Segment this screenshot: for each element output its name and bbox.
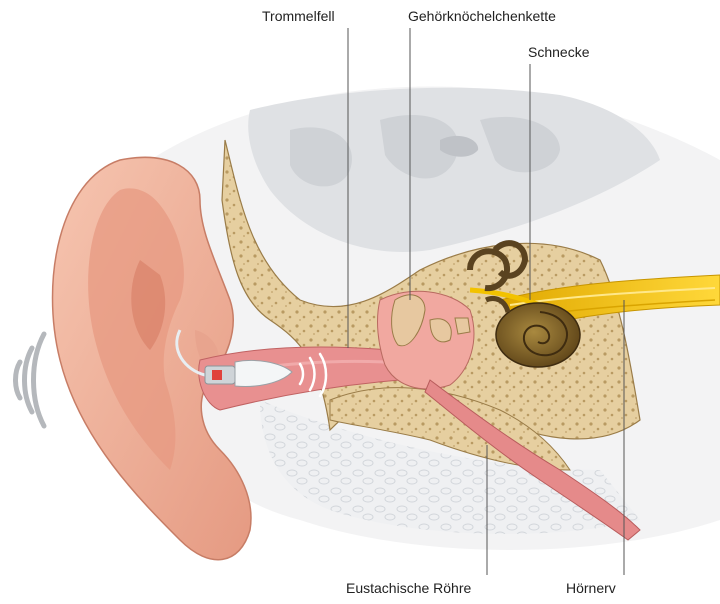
label-hoernerv: Hörnerv <box>566 580 616 596</box>
label-trommelfell: Trommelfell <box>262 8 335 24</box>
label-gehoerknoechelchenkette: Gehörknöchelchenkette <box>408 8 556 24</box>
label-schnecke: Schnecke <box>528 44 589 60</box>
label-eustachische-roehre: Eustachische Röhre <box>346 580 471 596</box>
middle-ear-cavity <box>378 291 474 389</box>
sound-waves-outside <box>16 334 45 426</box>
